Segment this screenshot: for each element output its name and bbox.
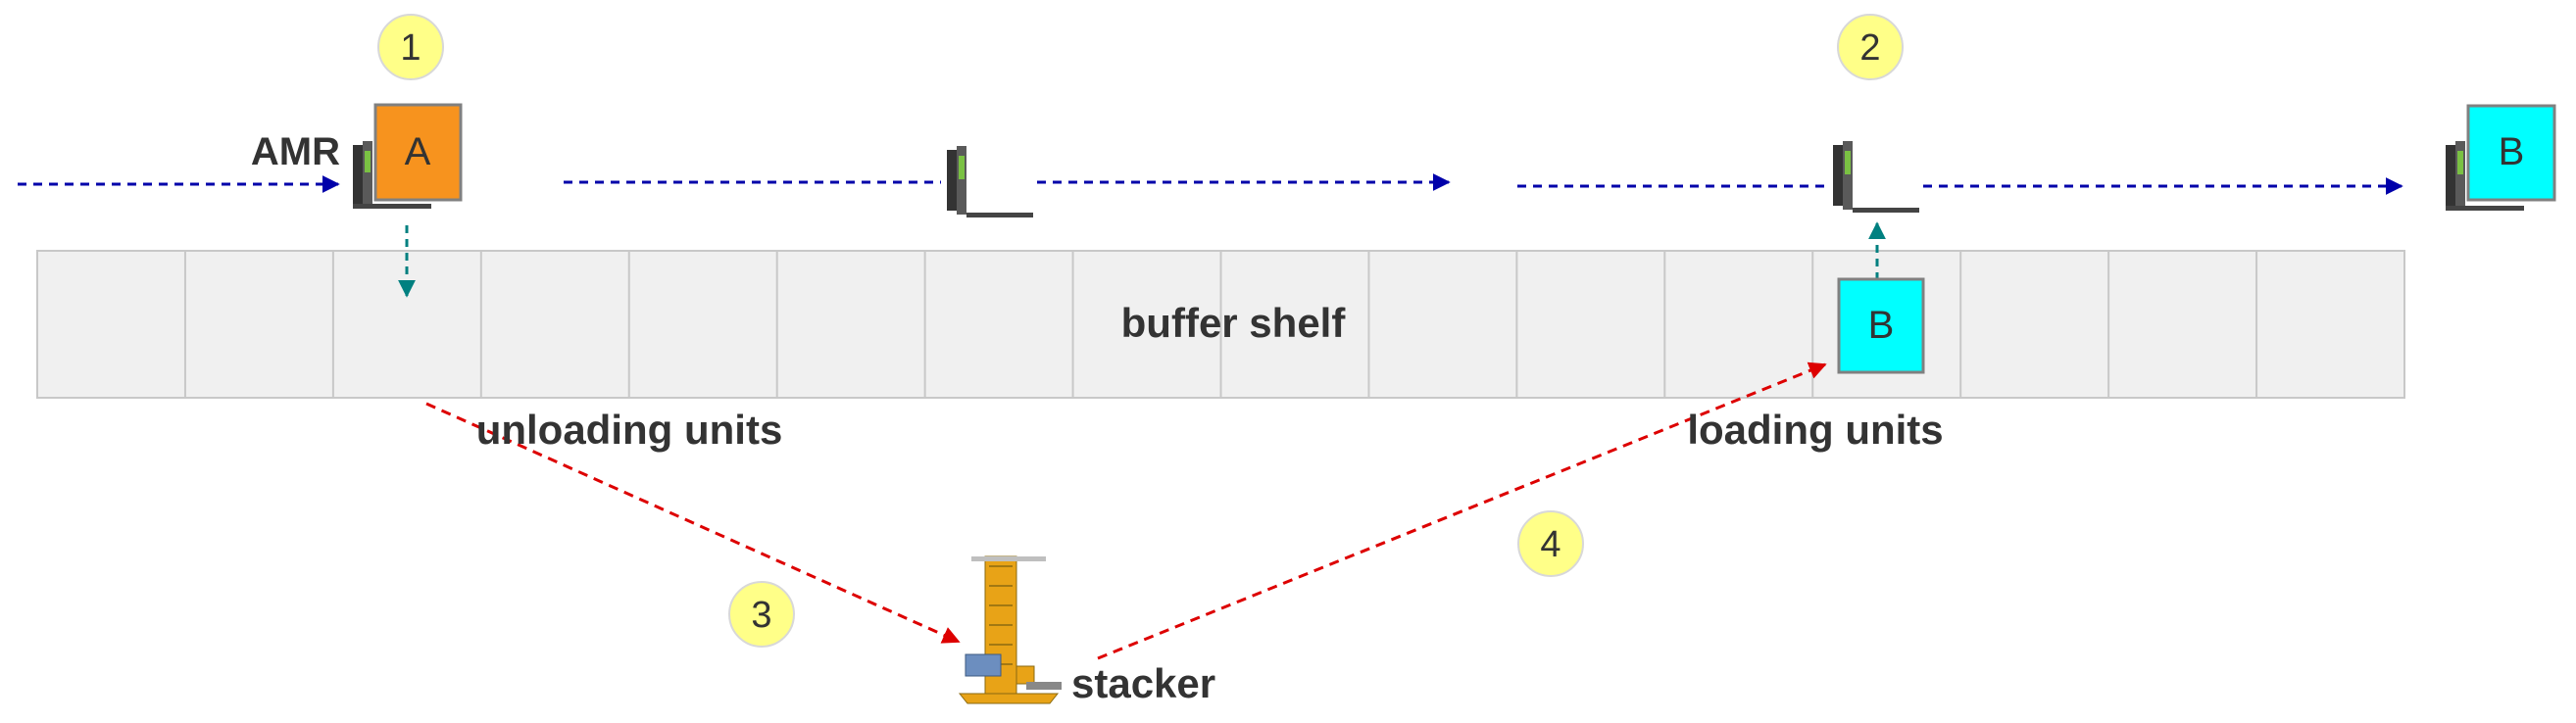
transfer-arrows <box>398 221 1886 298</box>
unit-b-out-label: B <box>2499 130 2525 173</box>
unit-a-box: A <box>373 103 463 202</box>
step-4-number: 4 <box>1540 524 1560 565</box>
stacker-label: stacker <box>1071 660 1215 706</box>
unit-b-out-box: B <box>2466 104 2556 202</box>
step-2-number: 2 <box>1859 27 1880 69</box>
unit-b-shelf-label: B <box>1868 304 1895 347</box>
step-badge-2: 2 <box>1837 14 1904 80</box>
stacker-arrows <box>425 362 1827 660</box>
stacker-crane <box>958 555 1062 704</box>
amr-flow-arrows <box>18 173 2403 195</box>
stacker-to-load-arrow <box>1097 362 1827 660</box>
buffer-shelf-label: buffer shelf <box>1121 300 1347 346</box>
step-badge-4: 4 <box>1517 510 1584 577</box>
loading-units-label: loading units <box>1687 407 1943 453</box>
unit-a-label: A <box>405 130 431 173</box>
amr-vehicle-4 <box>2446 141 2524 211</box>
buffer-shelf <box>36 250 2405 399</box>
step-1-number: 1 <box>400 27 421 69</box>
amr-vehicle-2 <box>947 146 1033 217</box>
step-3-number: 3 <box>751 595 771 636</box>
step-badge-1: 1 <box>377 14 444 80</box>
amr-vehicle-1 <box>353 141 431 209</box>
unit-b-shelf-box: B <box>1837 277 1925 374</box>
amr-vehicle-3 <box>1833 141 1919 213</box>
step-badge-3: 3 <box>728 581 795 648</box>
unloading-units-label: unloading units <box>476 407 783 453</box>
unload-to-stacker-arrow <box>425 402 961 644</box>
amr-label: AMR <box>251 130 340 173</box>
